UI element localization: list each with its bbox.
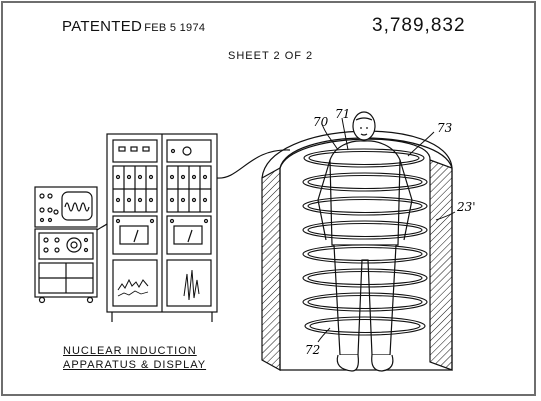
ref-23-prime: 23' [456, 200, 476, 214]
display-panel-right [166, 259, 212, 307]
head [352, 111, 376, 141]
oscilloscope-unit [34, 186, 98, 304]
sheet-number: SHEET 2 OF 2 [228, 50, 314, 62]
oscilloscope-screen [61, 191, 93, 221]
patent-date: FEB 5 1974 [144, 22, 206, 34]
waveform-trace [64, 202, 90, 212]
left-foot [336, 354, 359, 372]
figure-caption: NUCLEAR INDUCTION APPARATUS & DISPLAY [63, 344, 206, 372]
torso [329, 140, 401, 246]
patent-number: 3,789,832 [372, 15, 466, 36]
ref-70: 70 [313, 115, 329, 129]
ref-73: 73 [437, 121, 453, 135]
helical-coil [302, 148, 428, 336]
reference-numerals [317, 117, 456, 343]
control-console [106, 133, 218, 322]
display-panel-left [112, 259, 158, 307]
caption-line-2: APPARATUS & DISPLAY [63, 359, 207, 371]
meter-left [119, 225, 149, 245]
caption-line-1: NUCLEAR INDUCTION [63, 345, 197, 357]
ref-72: 72 [305, 343, 320, 357]
connecting-cables [96, 149, 291, 231]
ref-71: 71 [335, 107, 350, 121]
patented-label: PATENTED [62, 18, 143, 35]
meter-right [173, 225, 203, 245]
right-foot [371, 354, 394, 372]
